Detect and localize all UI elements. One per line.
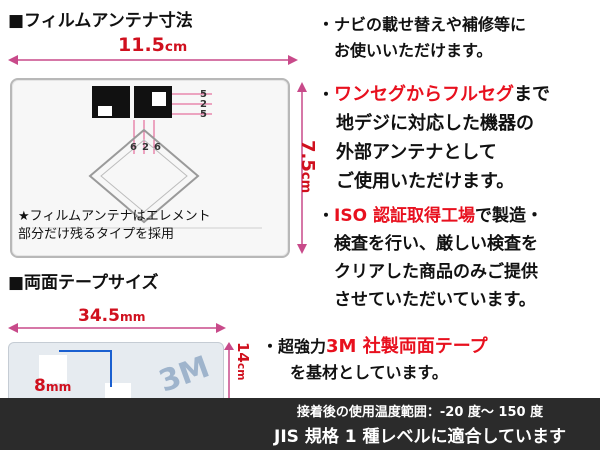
desc-line: させていただいています。 xyxy=(334,290,536,310)
note-line: 部分だけ残るタイプを採用 xyxy=(18,227,175,242)
pin-labels-right: 5 2 5 xyxy=(200,90,207,120)
pin-label: 5 xyxy=(200,89,207,100)
tape-width-arrow xyxy=(8,323,226,333)
jis-compliance: JIS 規格 1 種レベルに適合しています xyxy=(274,427,566,447)
antenna-height-label: 7.5cm xyxy=(297,140,318,194)
hole-size-label: 8mm xyxy=(34,376,72,396)
desc-line: クリアした商品のみご提供 xyxy=(334,262,538,282)
pin-label: 6 xyxy=(153,142,161,153)
description-block-2: ・ワンセグからフルセグまで 地デジに対応した機器の 外部アンテナとして ご使用い… xyxy=(318,80,550,196)
desc-line: お使いいただけます。 xyxy=(334,41,493,60)
description-block-4: ・超強力3M 社製両面テープ を基材としています。 xyxy=(262,334,488,386)
tape-size-title: ■両面テープサイズ xyxy=(8,273,159,293)
desc-line: ・ISO 認証取得工場で製造・ xyxy=(318,206,543,226)
desc-line: ・ワンセグからフルセグまで xyxy=(318,84,551,105)
desc-line: ・ナビの載せ替えや補修等に xyxy=(318,15,527,34)
temperature-range: 接着後の使用温度範囲：-20 度～ 150 度 xyxy=(296,405,544,420)
tape-width-label: 34.5mm xyxy=(78,306,146,326)
hole-dimension-line xyxy=(59,350,112,387)
pin-label: 2 xyxy=(141,142,149,153)
tape-highlight: 3M 社製両面テープ xyxy=(326,336,488,357)
width-arrow xyxy=(8,55,298,65)
height-arrow xyxy=(297,82,307,254)
desc-line: ご使用いただけます。 xyxy=(336,171,515,192)
desc-line: 地デジに対応した機器の xyxy=(336,113,534,134)
desc-line: を基材としています。 xyxy=(290,363,448,382)
antenna-element-drawing xyxy=(32,86,262,229)
fullseg-highlight: ワンセグからフルセグ xyxy=(334,84,515,105)
desc-line: 外部アンテナとして xyxy=(336,142,497,163)
pin-labels-bottom: 6 2 6 xyxy=(130,142,161,153)
pin-label: 5 xyxy=(200,109,207,120)
desc-line: ・超強力3M 社製両面テープ xyxy=(262,336,488,357)
antenna-note: ★フィルムアンテナはエレメント 部分だけ残るタイプを採用 xyxy=(18,208,211,244)
desc-line: 検査を行い、厳しい検査を xyxy=(334,234,538,254)
tape-height-label: 14cm xyxy=(234,342,252,381)
pin-label: 6 xyxy=(130,142,137,153)
antenna-width-label: 11.5cm xyxy=(118,34,188,56)
tape-3m-mark: 3M xyxy=(154,349,215,400)
note-line: ★フィルムアンテナはエレメント xyxy=(18,209,211,224)
tape-hole xyxy=(39,355,67,383)
footer-banner: 接着後の使用温度範囲：-20 度～ 150 度 JIS 規格 1 種レベルに適合… xyxy=(0,398,600,450)
description-block-1: ・ナビの載せ替えや補修等に お使いいただけます。 xyxy=(318,12,526,64)
pin-label: 2 xyxy=(200,99,207,110)
description-block-3: ・ISO 認証取得工場で製造・ 検査を行い、厳しい検査を クリアした商品のみご提… xyxy=(318,202,543,314)
antenna-size-title: ■フィルムアンテナ寸法 xyxy=(8,11,193,31)
film-antenna-image: 5 2 5 6 2 6 ★フィルムアンテナはエレメント 部分だけ残るタイプを採用 xyxy=(10,78,290,258)
iso-highlight: ISO 認証取得工場 xyxy=(334,206,475,226)
